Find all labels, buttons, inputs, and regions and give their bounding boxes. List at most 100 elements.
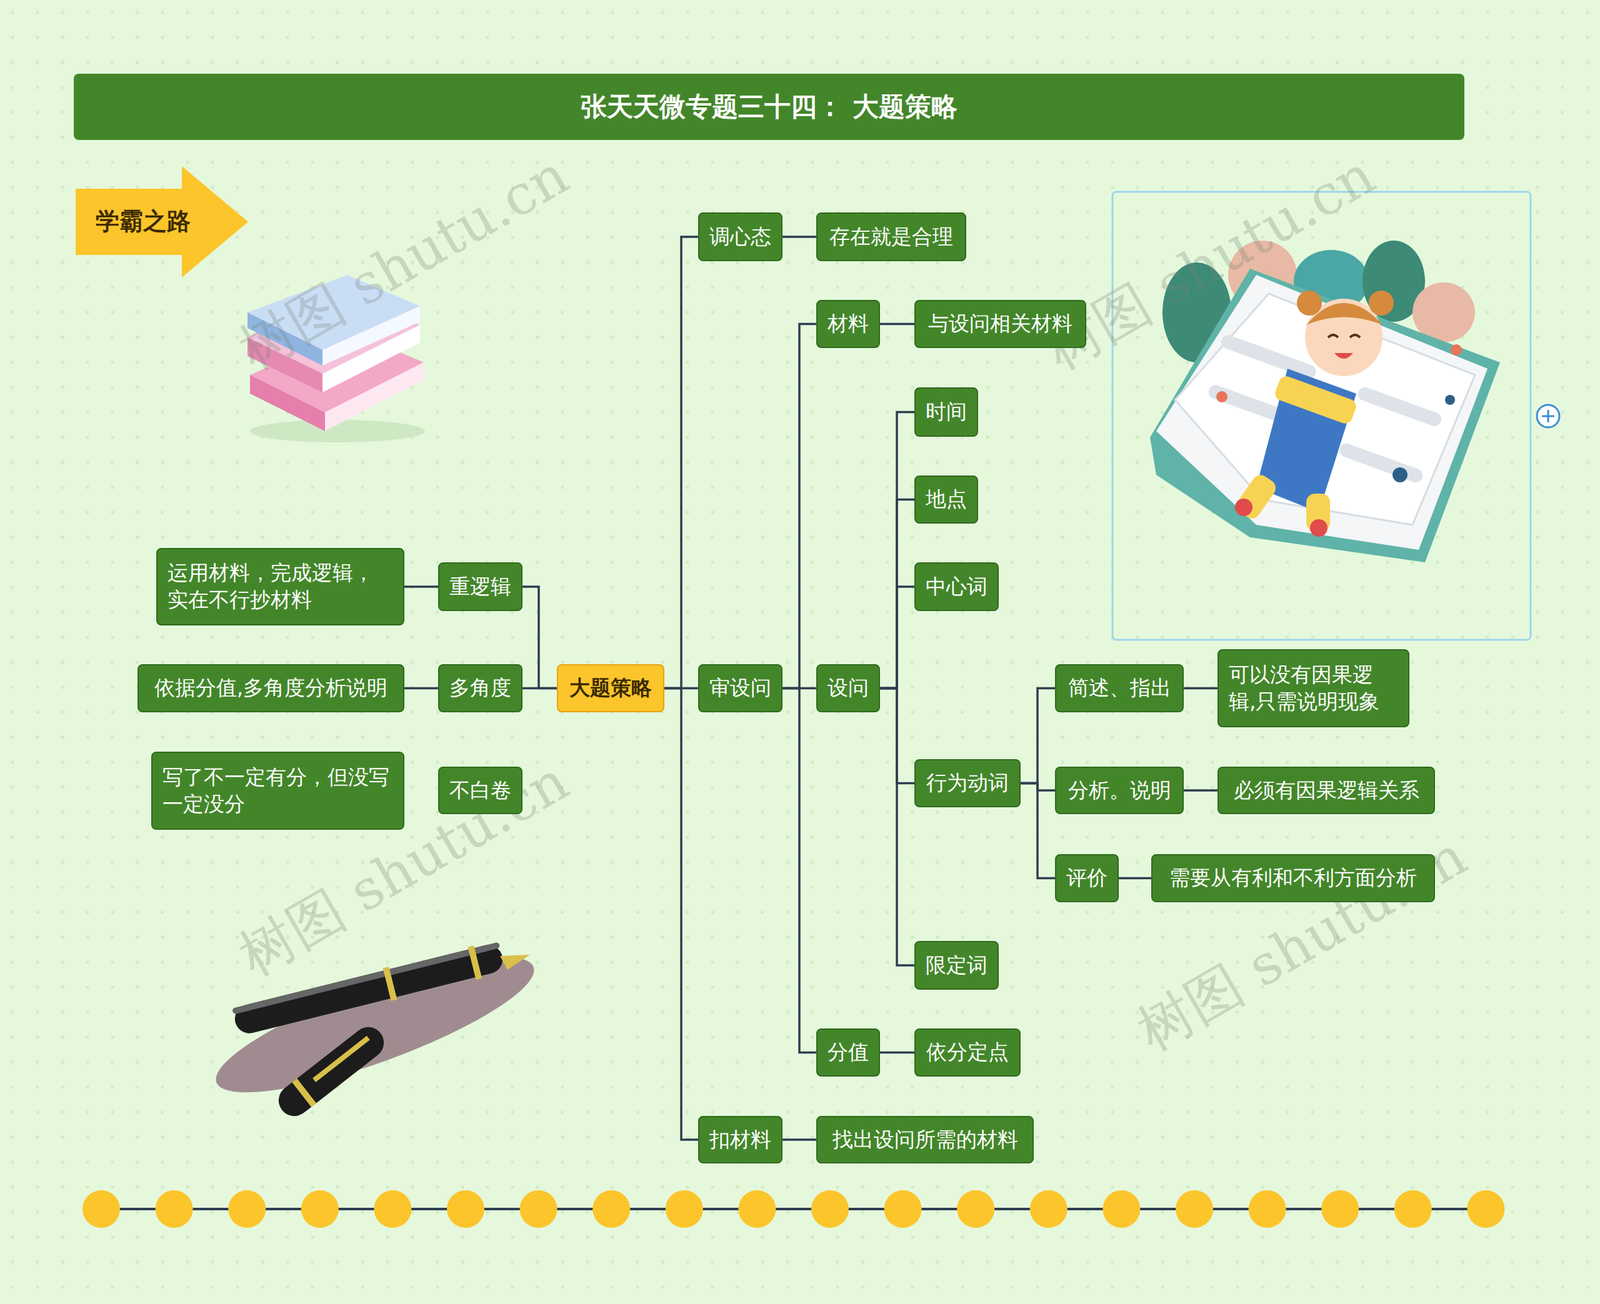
topic-box: 简述、指出 [1055,664,1184,713]
topic-box: 依据分值,多角度分析说明 [137,664,405,713]
title-text: 张天天微专题三十四： 大题策略 [580,89,958,125]
topic-box: 调心态 [698,212,783,262]
topic-box: 依分定点 [914,1028,1021,1077]
connector [1020,688,1055,784]
node-text: 大题策略 [569,675,652,702]
node-text: 材料 [827,310,869,338]
node-text: 调心态 [709,223,772,251]
node-text: 多角度 [449,675,512,702]
bar-dot [1102,1190,1140,1229]
connector [1183,789,1218,792]
arrow-banner: 学霸之路 [75,166,249,278]
topic-box: 审设问 [698,664,783,713]
connector [782,324,817,689]
node-text: 审设问 [709,675,772,702]
node-text: 与设问相关材料 [928,310,1073,338]
bar-dot [155,1190,194,1229]
topic-box: 与设问相关材料 [914,300,1087,349]
topic-box: 运用材料，完成逻辑，实在不行抄材料 [156,548,405,626]
node-text: 中心词 [925,573,988,601]
bar-dot [665,1190,704,1229]
node-text: 依分定点 [926,1039,1009,1067]
bar-dot [1175,1190,1214,1229]
bar-dot [738,1190,776,1229]
node-text: 分值 [827,1039,869,1067]
node-text: 设问 [827,675,869,702]
node-text: 分析。说明 [1068,777,1172,805]
topic-box: 分值 [816,1028,880,1077]
node-text: 扣材料 [709,1126,772,1154]
bar-dot [301,1190,339,1229]
node-text: 不白卷 [449,777,512,805]
topic-box: 不白卷 [438,766,523,815]
node-text: 地点 [925,486,967,514]
bar-dot [1321,1190,1359,1229]
connector [404,585,439,589]
topic-box: 中心词 [914,562,999,612]
topic-box: 写了不一定有分，但没写一定没分 [151,751,405,830]
connector [880,412,915,689]
connector [664,236,699,689]
connector [880,688,915,967]
node-text: 行为动词 [926,770,1009,797]
topic-box: 评价 [1055,854,1119,903]
topic-box: 重逻辑 [438,562,523,612]
connector [880,586,915,689]
bar-dot [82,1190,120,1229]
connector [522,586,557,689]
node-text: 重逻辑 [449,573,512,601]
connector [782,1138,817,1142]
node-text: 存在就是合理 [829,223,954,251]
topic-box: 时间 [914,387,979,437]
connector [664,688,699,1141]
bar-dot [446,1190,485,1229]
topic-box: 分析。说明 [1055,766,1184,815]
connector [880,500,915,689]
node-text: 简述、指出 [1068,675,1172,702]
bar-dot [373,1190,412,1229]
topic-box: 设问 [816,664,880,713]
topic-box: 地点 [914,475,979,524]
bar-dot [956,1190,995,1229]
connector [1020,783,1055,879]
bar-dot [884,1190,922,1229]
connector [1118,877,1152,880]
topic-box: 可以没有因果逻辑,只需说明现象 [1217,649,1410,728]
topic-box: 找出设问所需的材料 [816,1116,1034,1164]
node-text: 依据分值,多角度分析说明 [154,675,389,702]
node-text: 运用材料，完成逻辑，实在不行抄材料 [167,560,394,614]
topic-box: 必须有因果逻辑关系 [1217,766,1435,815]
node-text: 找出设问所需的材料 [832,1126,1019,1154]
node-text: 可以没有因果逻辑,只需说明现象 [1228,661,1399,716]
connector [1183,687,1218,690]
topic-box: 材料 [816,300,880,349]
node-text: 必须有因果逻辑关系 [1233,777,1420,805]
bar-dot [1466,1190,1505,1229]
title-band: 张天天微专题三十四： 大题策略 [73,73,1465,140]
node-text: 限定词 [925,952,988,980]
node-text: 时间 [925,398,967,426]
topic-box: 扣材料 [698,1116,783,1164]
topic-box: 限定词 [914,941,999,990]
connector [522,687,557,690]
node-text: 需要从有利和不利方面分析 [1169,865,1417,892]
topic-box: 存在就是合理 [816,212,967,262]
bar-dot [520,1190,558,1229]
central-topic: 大题策略 [556,664,665,713]
bar-dot [592,1190,630,1229]
node-text: 学霸之路 [95,206,191,237]
expand-button [1536,405,1560,428]
bar-dot [1248,1190,1287,1229]
node-text: 评价 [1066,865,1108,892]
bar-dot [1394,1190,1432,1229]
connector [782,235,817,239]
bar-dot [811,1190,849,1229]
dotted-timeline-bar [82,1190,1505,1229]
bar-dot [1030,1190,1068,1229]
connector [880,323,915,326]
connector [880,1051,915,1055]
topic-box: 多角度 [438,664,523,713]
connector [782,688,817,1054]
node-text: 写了不一定有分，但没写一定没分 [162,764,394,819]
